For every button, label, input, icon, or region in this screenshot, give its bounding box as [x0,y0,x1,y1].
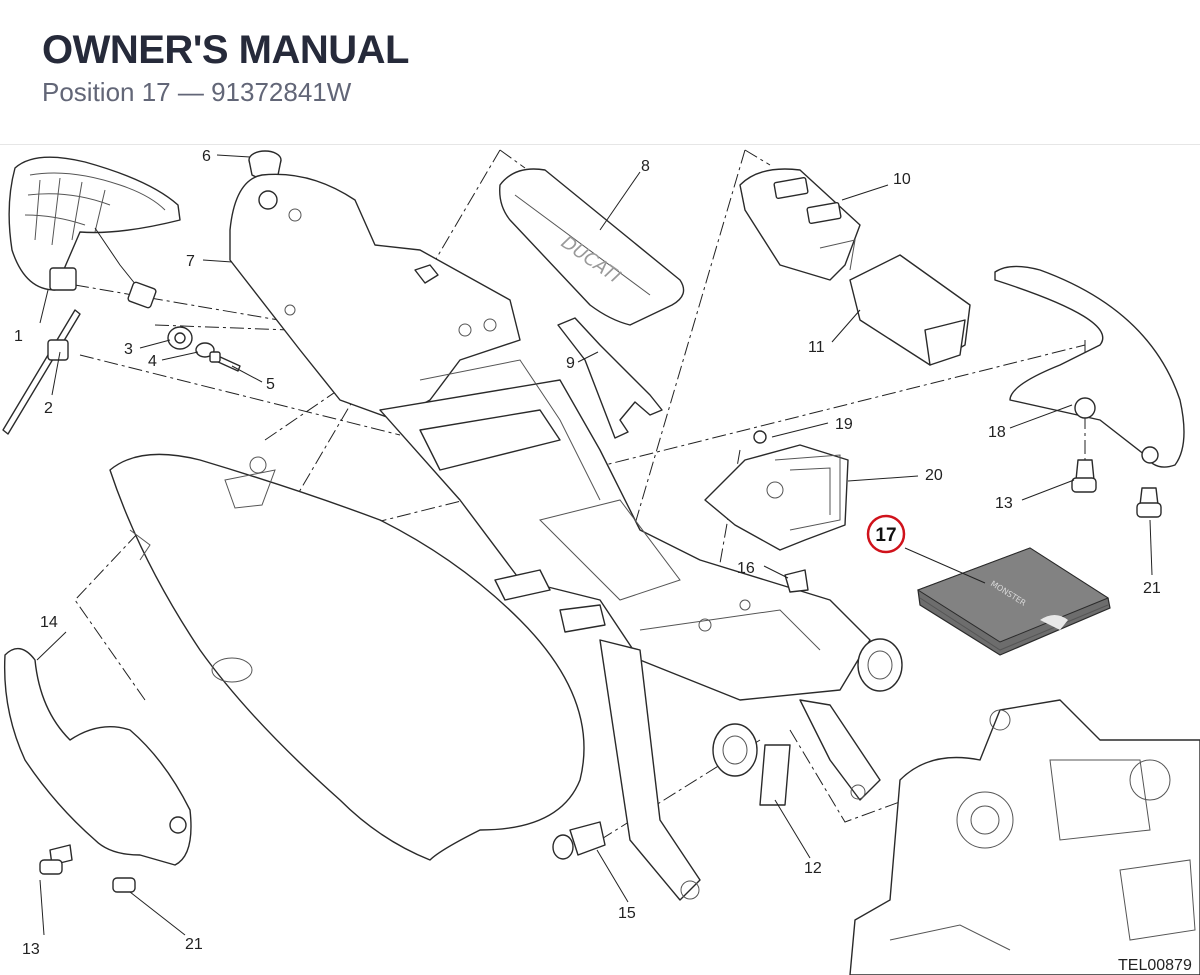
part-sticker [759,744,791,806]
page-subtitle: Position 17 — 91372841W [42,77,352,107]
highlight-callout-17: 17 [866,514,906,554]
callout-12: 12 [804,860,822,877]
callout-18: 18 [988,424,1006,441]
callout-10: 10 [893,171,911,188]
callout-6: 6 [202,148,211,165]
part-seat-cover: DUCATI [499,168,685,326]
part-document-holder [704,430,849,551]
part-grommet-washer-screw [167,326,241,372]
callout-labels: 1 2 3 4 5 6 7 8 9 10 11 12 13 13 14 15 1… [14,148,1161,958]
booklet-logo-icon [1040,615,1068,630]
callout-14: 14 [40,614,58,631]
part-right-side-panel [994,265,1185,518]
page-title: OWNER'S MANUAL [42,28,409,72]
part-cable-tie [2,309,81,435]
part-engine-block [849,699,1200,975]
callout-5: 5 [266,376,275,393]
callout-1: 1 [14,328,23,345]
part-tool-pouch [849,254,971,366]
highlight-label: 17 [875,525,896,546]
part-clip [784,569,809,593]
part-owners-manual-booklet: MONSTER [916,547,1111,656]
highlight-circle [866,514,906,554]
callout-leaders [36,154,1153,936]
callout-11: 11 [808,339,825,356]
callout-15: 15 [618,905,636,922]
callout-20: 20 [925,467,943,484]
part-bolt [552,821,606,860]
callout-13-left: 13 [22,941,40,958]
part-main-frame [379,359,871,701]
callout-13-right: 13 [995,495,1013,512]
part-rear-arms [599,638,903,901]
part-left-side-panel [3,647,192,893]
drawing-code: TEL00879 [1118,957,1192,974]
part-tool-bag [739,168,861,281]
callout-7: 7 [186,253,195,270]
callout-4: 4 [148,353,157,370]
callout-3: 3 [124,341,133,358]
part-strap [557,317,663,439]
part-subframe-bracket [229,173,521,421]
callout-21-right: 21 [1143,580,1161,597]
callout-16: 16 [737,560,755,577]
part-tail-fairing [109,453,585,861]
callout-19: 19 [835,416,853,433]
callout-9: 9 [566,355,575,372]
callout-21-left: 21 [185,936,203,953]
part-tail-light [8,156,181,309]
callout-8: 8 [641,158,650,175]
header: OWNER'S MANUAL Position 17 — 91372841W [0,0,1200,145]
callout-2: 2 [44,400,53,417]
